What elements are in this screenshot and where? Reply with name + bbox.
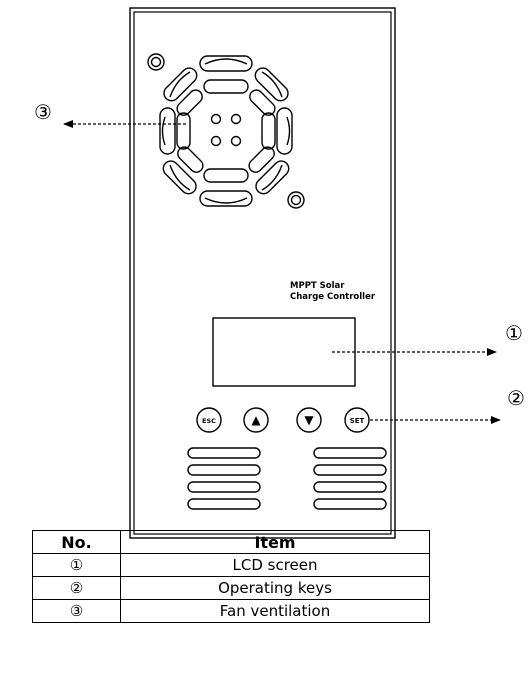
table-row: ③ Fan ventilation xyxy=(32,599,430,623)
legend-header-row: No. Item xyxy=(32,530,430,554)
esc-key[interactable] xyxy=(196,407,222,433)
legend-table: No. Item ① LCD screen ② Operating keys ③… xyxy=(32,530,430,623)
header-no: No. xyxy=(32,530,121,554)
callout-fan-number: ③ xyxy=(34,100,52,124)
operating-keys xyxy=(196,407,370,433)
callout-lcd-number: ① xyxy=(505,321,523,345)
bottom-vent-slots xyxy=(187,447,387,510)
set-key-label: SET xyxy=(350,417,365,425)
brand-line-1: MPPT Solar xyxy=(290,281,345,291)
up-key-glyph: ▲ xyxy=(251,413,261,427)
row-number: ③ xyxy=(32,599,121,623)
header-item: Item xyxy=(120,530,430,554)
row-item: Fan ventilation xyxy=(120,599,430,623)
down-key[interactable] xyxy=(296,407,322,433)
row-item: Operating keys xyxy=(120,576,430,600)
table-row: ② Operating keys xyxy=(32,576,430,600)
callout-keys-number: ② xyxy=(507,386,525,410)
up-key[interactable] xyxy=(243,407,269,433)
row-item: LCD screen xyxy=(120,553,430,577)
screw-bottom-right xyxy=(287,191,305,209)
fan-outer-capsules xyxy=(159,55,293,207)
down-key-glyph: ▼ xyxy=(304,413,314,427)
table-row: ① LCD screen xyxy=(32,553,430,577)
row-number: ② xyxy=(32,576,121,600)
fan-outer-slots xyxy=(161,58,291,204)
set-key[interactable] xyxy=(344,407,370,433)
callout-arrows xyxy=(63,120,501,424)
brand-line-2: Charge Controller xyxy=(290,292,376,302)
fan-inner-capsules xyxy=(176,79,276,183)
esc-key-label: ESC xyxy=(202,417,216,425)
row-number: ① xyxy=(32,553,121,577)
screw-top-left xyxy=(147,53,165,71)
fan-hub-holes xyxy=(210,113,242,147)
fan-grille xyxy=(147,53,305,209)
